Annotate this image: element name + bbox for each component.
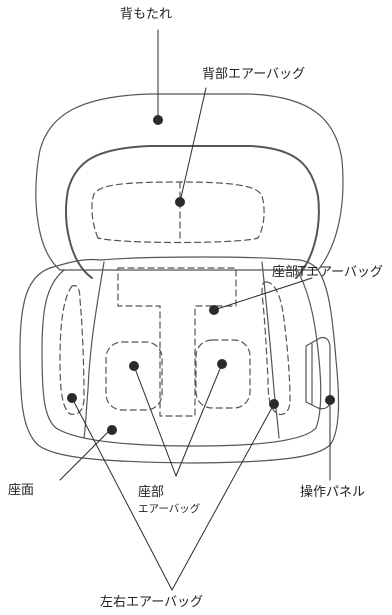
backrest-inner — [65, 145, 320, 279]
seat-inner — [41, 267, 322, 447]
label-seat-face: 座面 — [8, 483, 35, 498]
label-control-panel: 操作パネル — [300, 485, 366, 500]
seat-junction — [49, 256, 319, 271]
back-airbag-outline — [91, 181, 265, 244]
leader-lines — [59, 29, 331, 591]
label-seat-t-airbag: 座部Tエアーバッグ — [272, 265, 384, 280]
marker-dots — [67, 115, 335, 435]
seat-seam-left — [83, 261, 105, 439]
dot-back-airbag — [175, 197, 185, 207]
dot-seat-right-airbag — [217, 359, 227, 369]
label-seat-part: 座部 — [138, 485, 165, 500]
seat-outer — [19, 267, 340, 464]
label-seat-part-airbag: エアーバッグ — [138, 503, 201, 515]
seat-t-airbag — [117, 267, 237, 417]
dot-backrest — [153, 115, 163, 125]
seat-left-airbag — [105, 341, 163, 411]
label-back-airbag: 背部エアーバッグ — [202, 67, 306, 82]
seat-seam-right — [261, 261, 280, 439]
dot-right-side-airbag — [269, 399, 279, 409]
dot-seat-t-airbag — [209, 305, 219, 315]
seat-right-airbag — [195, 339, 251, 409]
backrest-outer — [35, 93, 344, 271]
label-side-airbag: 左右エアーバッグ — [100, 595, 204, 610]
label-backrest: 背もたれ — [120, 7, 173, 22]
left-side-airbag — [59, 285, 85, 415]
dot-control-panel — [325, 395, 335, 405]
dot-seat-face — [107, 425, 117, 435]
dot-left-side-airbag — [67, 393, 77, 403]
dot-seat-left-airbag — [129, 361, 139, 371]
